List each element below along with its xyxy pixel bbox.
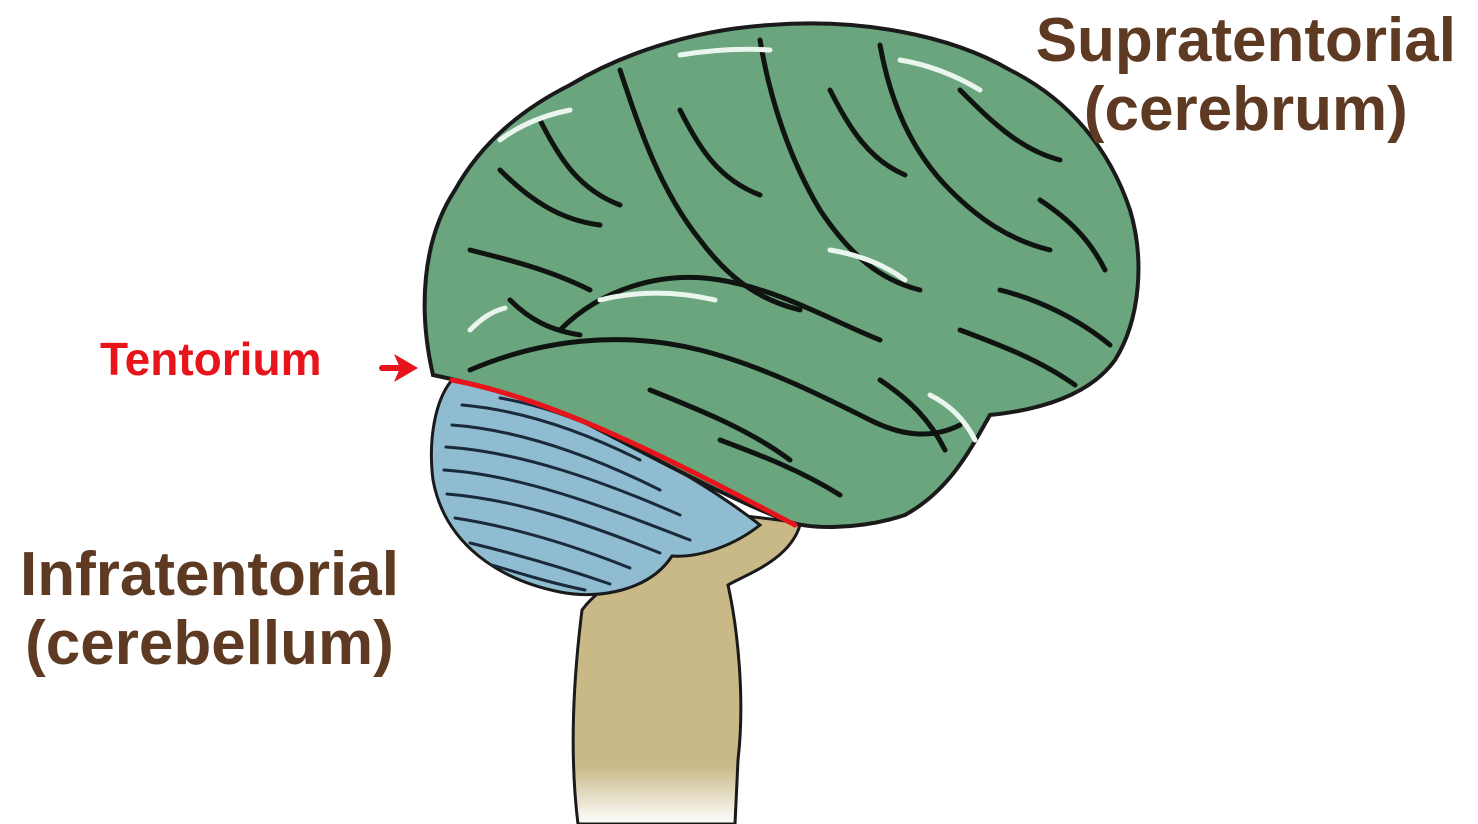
- supratentorial-label: Supratentorial (cerebrum): [1036, 6, 1456, 145]
- infratentorial-label: Infratentorial (cerebellum): [20, 540, 399, 679]
- infratentorial-subtitle: (cerebellum): [20, 609, 399, 678]
- infratentorial-title: Infratentorial: [20, 540, 399, 609]
- supratentorial-subtitle: (cerebrum): [1036, 75, 1456, 144]
- supratentorial-title: Supratentorial: [1036, 6, 1456, 75]
- tentorium-label: Tentorium: [100, 336, 321, 382]
- tentorium-arrow-icon: [382, 354, 418, 382]
